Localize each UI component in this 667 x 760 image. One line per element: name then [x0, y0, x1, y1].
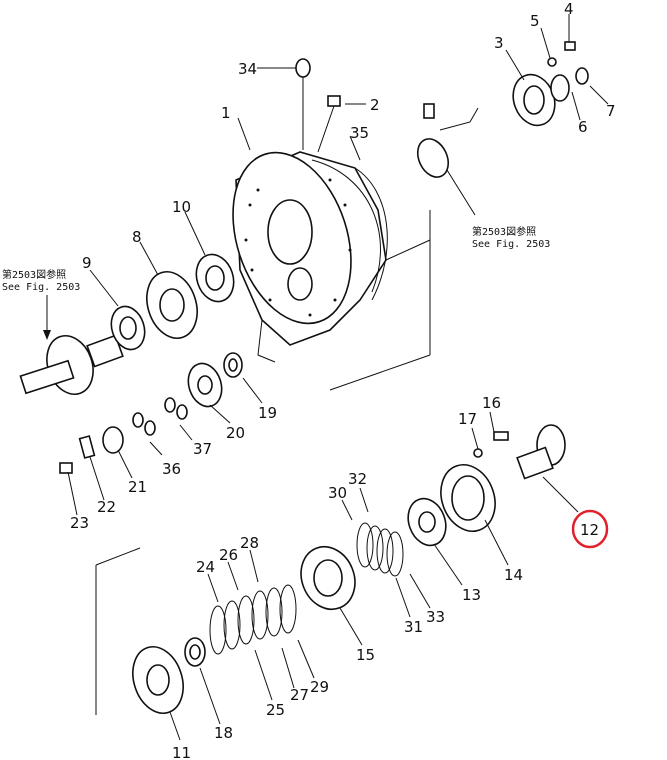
part-label-25: 25 [266, 701, 285, 719]
part-label-34: 34 [238, 60, 257, 78]
part-label-28: 28 [240, 534, 259, 552]
part-label-4: 4 [564, 0, 574, 18]
part-label-16: 16 [482, 394, 501, 412]
part-label-12: 12 [580, 521, 599, 539]
part-label-7: 7 [606, 102, 616, 120]
output-flange-shaft [19, 334, 124, 395]
part-label-17: 17 [458, 410, 477, 428]
part-label-10: 10 [172, 198, 191, 216]
drive-gear [132, 637, 206, 714]
part-label-27: 27 [290, 686, 309, 704]
ref-note-right-jp: 第2503図参照 [472, 225, 536, 238]
part-label-24: 24 [196, 558, 215, 576]
part-label-1: 1 [221, 104, 231, 122]
part-label-2: 2 [370, 96, 380, 114]
ref-note-left-en: See Fig. 2503 [2, 282, 80, 293]
spline-gear-part-12 [516, 424, 566, 480]
arrow-head-left [43, 330, 51, 340]
part-label-30: 30 [328, 484, 347, 502]
frame-lines [95, 210, 431, 715]
plug [317, 95, 341, 153]
gasket [311, 159, 381, 293]
part-label-15: 15 [356, 646, 375, 664]
part-label-26: 26 [219, 546, 238, 564]
part-label-8: 8 [132, 228, 142, 246]
ref-note-left-jp: 第2503図参照 [2, 268, 66, 281]
part-label-14: 14 [504, 566, 523, 584]
part-label-32: 32 [348, 470, 367, 488]
cover-assembly [512, 41, 589, 127]
part-label-37: 37 [193, 440, 212, 458]
part-label-13: 13 [462, 586, 481, 604]
part-label-18: 18 [214, 724, 233, 742]
highlight-circle [571, 509, 609, 549]
eye-bolt [295, 58, 311, 150]
part-label-22: 22 [97, 498, 116, 516]
gear-assembly [187, 352, 243, 408]
part-label-5: 5 [530, 12, 540, 30]
part-label-35: 35 [350, 124, 369, 142]
lever-bracket [416, 103, 479, 216]
part-label-11: 11 [172, 744, 191, 760]
part-label-21: 21 [128, 478, 147, 496]
part-label-9: 9 [82, 254, 92, 272]
part-label-20: 20 [226, 424, 245, 442]
bearing-stack [110, 253, 235, 351]
ref-note-right-en: See Fig. 2503 [472, 239, 550, 250]
clutch-plate-stack [209, 522, 404, 655]
main-housing [232, 151, 431, 363]
leader-lines [67, 14, 609, 741]
part-label-3: 3 [494, 34, 504, 52]
part-label-33: 33 [426, 608, 445, 626]
part-label-36: 36 [162, 460, 181, 478]
plate-assembly [300, 431, 509, 611]
part-label-6: 6 [578, 118, 588, 136]
part-label-31: 31 [404, 618, 423, 636]
part-label-29: 29 [310, 678, 329, 696]
small-parts [59, 397, 188, 474]
part-label-23: 23 [70, 514, 89, 532]
part-label-19: 19 [258, 404, 277, 422]
